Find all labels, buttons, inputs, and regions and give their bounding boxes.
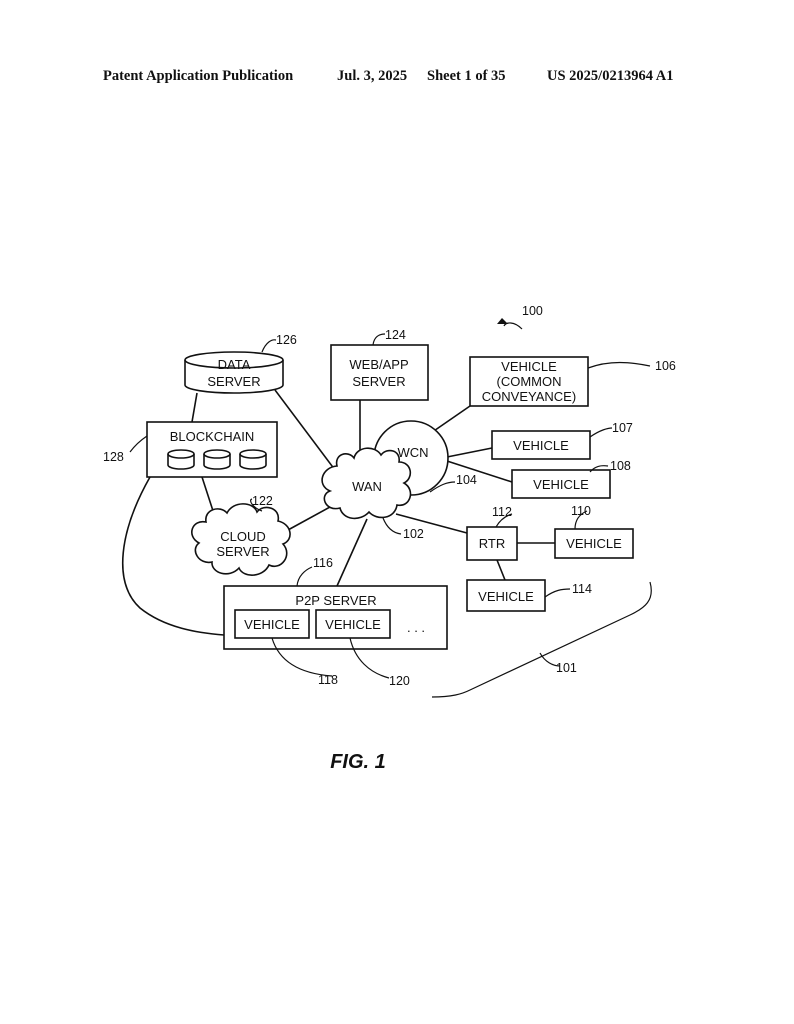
web-app-server-label: SERVER: [352, 374, 405, 389]
blockchain-block-icon: [239, 449, 267, 470]
arrowhead-100: [497, 318, 508, 324]
cloud-server-cloud: [191, 503, 291, 576]
leader-104: [429, 481, 456, 493]
blockchain-block-icon: [167, 449, 195, 470]
ref-106: 106: [655, 359, 676, 373]
leader-112: [495, 513, 513, 528]
vehicle-110-label: VEHICLE: [566, 536, 622, 551]
publication-date: Jul. 3, 2025: [337, 68, 408, 84]
leader-102: [382, 517, 402, 535]
leader-106: [587, 361, 651, 369]
vehicle-120-box: [315, 609, 391, 639]
cloud-server-label: CLOUD: [220, 529, 266, 544]
leader-120: [349, 637, 390, 679]
data-server-node: [184, 351, 284, 394]
ref-114: 114: [572, 582, 592, 596]
data-server-label: SERVER: [207, 374, 260, 389]
rtr-label: RTR: [479, 536, 505, 551]
ref-110: 110: [571, 504, 591, 518]
link-wcn-vehicle-108: [446, 460, 513, 483]
vehicle-108-box: [511, 469, 611, 499]
data-server-label: DATA: [218, 357, 251, 372]
leader-100: [503, 322, 523, 330]
leader-107: [589, 427, 613, 438]
leader-124: [372, 333, 386, 346]
blockchain-box: [146, 421, 278, 478]
vehicle-107-box: [491, 430, 591, 460]
common-conveyance-label: VEHICLE: [501, 359, 557, 374]
page-header: Patent Application Publication Jul. 3, 2…: [0, 68, 794, 88]
link-wan-cloud: [287, 506, 331, 531]
p2p-server-box: [223, 585, 448, 650]
ref-101: 101: [556, 661, 577, 675]
vehicle-107-label: VEHICLE: [513, 438, 569, 453]
patent-number: US 2025/0213964 A1: [547, 68, 674, 84]
link-data-server-blockchain: [191, 392, 198, 423]
leader-128: [129, 435, 148, 453]
link-blockchain-p2p: [122, 476, 225, 636]
cloud-server-label: SERVER: [216, 544, 269, 559]
ref-128: 128: [103, 450, 124, 464]
wan-label: WAN: [352, 479, 382, 494]
leader-108: [589, 465, 609, 473]
vehicle-114-box: [466, 579, 546, 612]
link-wan-p2p: [336, 518, 368, 587]
link-wcn-vehicle-107: [446, 447, 493, 458]
rtr-box: [466, 526, 518, 561]
vehicle-110-box: [554, 528, 634, 559]
leader-110: [574, 510, 588, 530]
vehicle-118-label: VEHICLE: [244, 617, 300, 632]
common-conveyance-vehicle-box: [469, 356, 589, 407]
leader-126: [261, 339, 277, 353]
ref-124: 124: [385, 328, 406, 342]
publication-label: Patent Application Publication: [103, 68, 294, 84]
p2p-server-label: P2P SERVER: [295, 593, 376, 608]
ref-108: 108: [610, 459, 631, 473]
ref-120: 120: [389, 674, 410, 688]
wan-cloud: [321, 447, 412, 520]
ref-104: 104: [456, 473, 477, 487]
ref-100: 100: [522, 304, 543, 318]
ref-116: 116: [313, 556, 333, 570]
ref-126: 126: [276, 333, 297, 347]
vehicle-108-label: VEHICLE: [533, 477, 589, 492]
sheet-number: Sheet 1 of 35: [427, 68, 506, 84]
wcn-label: WCN: [397, 445, 428, 460]
common-conveyance-label: CONVEYANCE): [482, 389, 576, 404]
ref-107: 107: [612, 421, 633, 435]
web-app-server-box: [330, 344, 429, 401]
common-conveyance-label: (COMMON: [497, 374, 562, 389]
ref-102: 102: [403, 527, 424, 541]
figure-caption: FIG. 1: [330, 751, 386, 773]
web-app-server-label: WEB/APP: [349, 357, 408, 372]
ref-112: 112: [492, 505, 512, 519]
vehicle-group-bracket: [431, 581, 652, 698]
p2p-ellipsis: . . .: [407, 620, 425, 635]
ref-118: 118: [318, 673, 338, 687]
link-rtr-vehicle-114: [496, 559, 506, 581]
vehicle-114-label: VEHICLE: [478, 589, 534, 604]
ref-122: 122: [252, 494, 273, 508]
leader-114: [544, 588, 571, 598]
link-wan-rtr: [395, 513, 468, 534]
leader-101: [539, 652, 561, 667]
leader-122: [250, 498, 263, 512]
leader-118: [271, 637, 333, 677]
leader-116: [296, 566, 313, 587]
link-data-server-wan: [274, 389, 336, 471]
vehicle-120-label: VEHICLE: [325, 617, 381, 632]
blockchain-label: BLOCKCHAIN: [170, 429, 255, 444]
blockchain-block-icon: [203, 449, 231, 470]
